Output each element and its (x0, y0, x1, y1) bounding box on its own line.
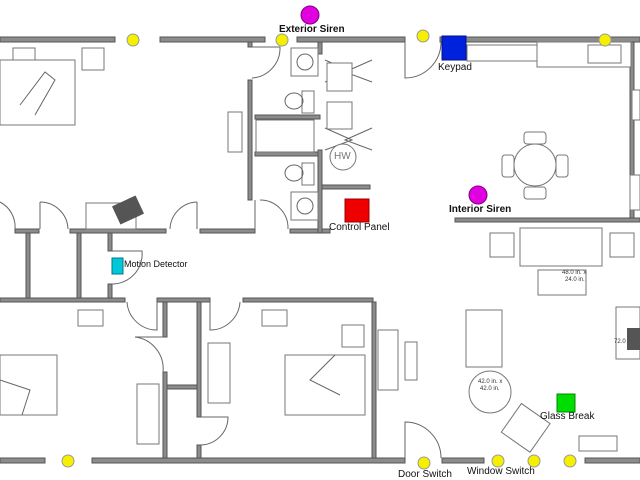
interior-siren-label: Interior Siren (449, 204, 512, 215)
window-switch-icon (126, 33, 140, 47)
control-panel-label: Control Panel (329, 222, 390, 233)
window-switch-label: Window Switch (467, 466, 535, 477)
sensors (61, 5, 612, 470)
control-panel-icon (344, 198, 370, 223)
exterior-siren-icon (300, 5, 320, 25)
door-switch-icon (417, 456, 431, 470)
water-heater-label: HW (334, 151, 351, 162)
window-switch-icon (275, 33, 289, 47)
interior-siren-icon (468, 185, 488, 205)
window-switch-icon (61, 454, 75, 468)
tv-dimension: 72.0 (614, 339, 626, 345)
bed (0, 59, 76, 126)
glass-break-label: Glass Break (540, 411, 595, 422)
motion-detector-label: Motion Detector (124, 259, 188, 269)
keypad-label: Keypad (438, 62, 472, 73)
coffee-table-dimension: 24.0 in. (565, 277, 585, 283)
round-table-dimension: 42.0 in. x (478, 379, 503, 385)
window-switch-icon (491, 454, 505, 468)
door-switch-icon (416, 29, 430, 43)
door-switch-label: Door Switch (398, 469, 452, 480)
window-switch-icon (527, 454, 541, 468)
motion-detector-icon (111, 257, 124, 275)
keypad-icon (441, 35, 467, 61)
walls (0, 36, 640, 464)
window-switch-icon (598, 33, 612, 47)
furniture (0, 41, 640, 453)
exterior-siren-label: Exterior Siren (279, 24, 345, 35)
glass-break-icon (556, 393, 576, 413)
window-switch-icon (563, 454, 577, 468)
coffee-table-dimension: 48.0 in. x (562, 270, 587, 276)
round-table-dimension: 42.0 in. (480, 386, 500, 392)
